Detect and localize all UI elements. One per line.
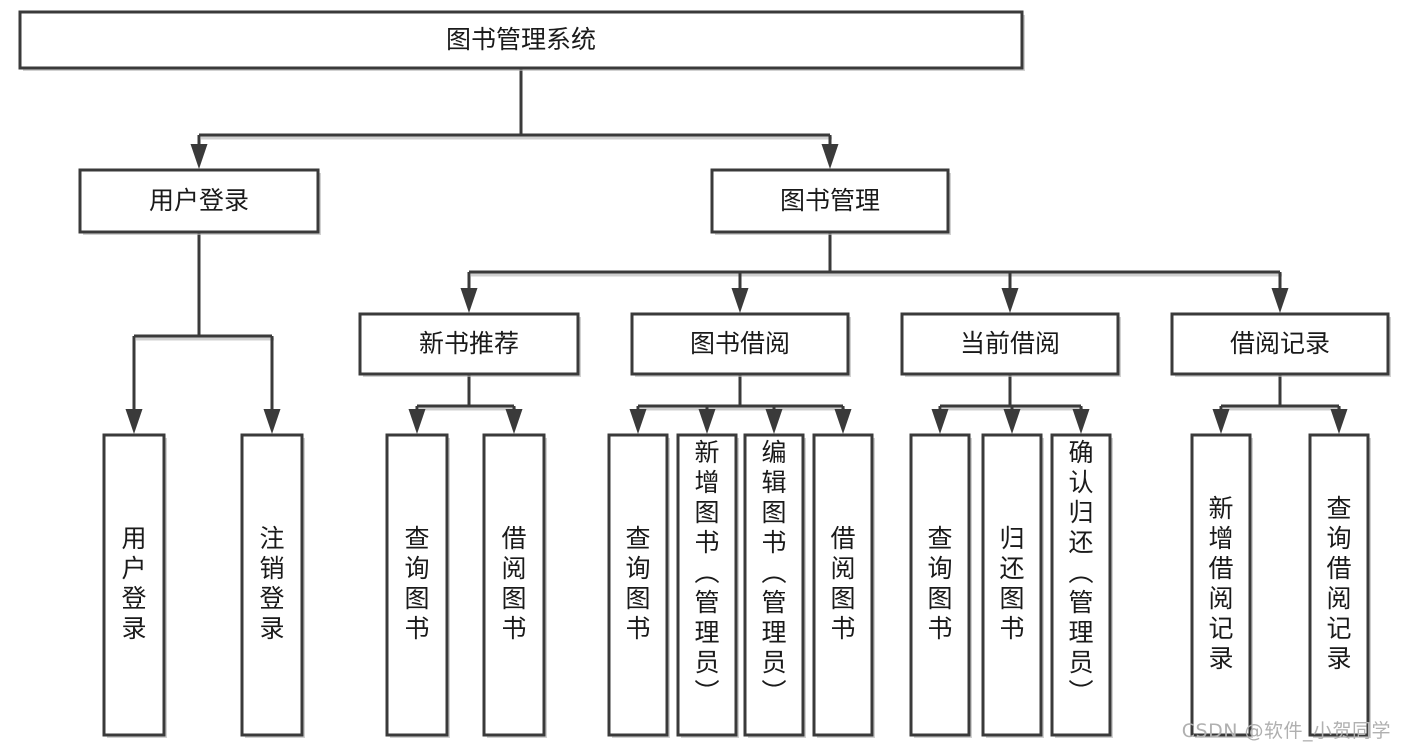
node-bookmgmt[interactable]: 图书管理 [710,168,951,235]
node-root[interactable]: 图书管理系统 [18,10,1025,71]
arrow-head-icon [1003,409,1021,434]
node-box[interactable] [1190,433,1252,737]
node-box[interactable] [385,433,449,737]
node-box[interactable] [102,433,166,737]
node-current[interactable]: 当前借阅 [900,312,1121,377]
node-label: 借阅记录 [1230,329,1330,358]
node-login[interactable]: 用户登录 [78,168,321,235]
node-box[interactable] [710,168,950,234]
node-leaf-cb-confirm[interactable]: 确认归还︵管理员︶ [1050,433,1113,738]
node-label: 查询图书 [927,524,952,643]
connector-group-records [1212,374,1348,434]
node-box[interactable] [358,312,580,376]
node-leaf-rc-search[interactable]: 查询借阅记录 [1308,433,1371,738]
node-label: 图书借阅 [690,329,790,358]
node-label: 归还图书 [999,524,1024,643]
arrow-head-icon [1212,409,1230,434]
node-label: 注销登录 [259,524,284,643]
node-label: 用户登录 [149,186,249,215]
connector-group-login [125,232,281,434]
arrow-head-icon [1072,409,1090,434]
node-leaf-cb-search[interactable]: 查询图书 [909,433,972,738]
node-leaf-user-logout[interactable]: 注销登录 [240,433,305,738]
connector-group-bookmgmt [460,232,1289,313]
node-box[interactable] [1308,433,1370,737]
node-label: 查询图书 [625,524,650,643]
arrow-head-icon [698,409,716,434]
node-label: 当前借阅 [960,329,1060,358]
arrow-head-icon [263,409,281,434]
arrow-head-icon [460,288,478,313]
node-label: 借阅图书 [501,524,526,643]
node-label: 查询图书 [404,524,429,643]
node-label: 新增借阅记录 [1208,494,1233,673]
node-box[interactable] [78,168,320,234]
node-box[interactable] [18,10,1024,70]
node-leaf-nb-borrow[interactable]: 借阅图书 [482,433,547,738]
node-leaf-bw-edit[interactable]: 编辑图书︵管理员︶ [743,433,806,738]
node-box[interactable] [743,433,805,737]
node-leaf-nb-search[interactable]: 查询图书 [385,433,450,738]
node-box[interactable] [909,433,971,737]
node-label: 编辑图书︵管理员︶ [761,438,786,707]
node-leaf-cb-return[interactable]: 归还图书 [981,433,1044,738]
node-leaf-bw-borrow[interactable]: 借阅图书 [812,433,875,738]
arrow-head-icon [731,288,749,313]
node-box[interactable] [630,312,850,376]
node-label: 借阅图书 [830,524,855,643]
node-box[interactable] [900,312,1120,376]
node-box[interactable] [812,433,874,737]
arrow-head-icon [408,409,426,434]
node-box[interactable] [981,433,1043,737]
node-leaf-bw-search[interactable]: 查询图书 [607,433,670,738]
arrow-head-icon [1271,288,1289,313]
node-box[interactable] [676,433,738,737]
node-newbook[interactable]: 新书推荐 [358,312,581,377]
node-records[interactable]: 借阅记录 [1170,312,1391,377]
node-leaf-bw-add[interactable]: 新增图书︵管理员︶ [676,433,739,738]
node-label: 查询借阅记录 [1326,494,1351,673]
connector-layer [125,68,1348,434]
node-label: 用户登录 [121,524,146,643]
arrow-head-icon [821,144,839,169]
node-leaf-user-login[interactable]: 用户登录 [102,433,167,738]
node-box[interactable] [1050,433,1112,737]
arrow-head-icon [190,144,208,169]
node-borrow[interactable]: 图书借阅 [630,312,851,377]
node-box[interactable] [482,433,546,737]
node-layer: 图书管理系统用户登录图书管理新书推荐图书借阅当前借阅借阅记录用户登录注销登录查询… [18,10,1391,738]
node-label: 新书推荐 [419,329,519,358]
node-leaf-rc-add[interactable]: 新增借阅记录 [1190,433,1253,738]
node-box[interactable] [1170,312,1390,376]
arrow-head-icon [834,409,852,434]
arrow-head-icon [1330,409,1348,434]
connector-group-current [931,374,1090,434]
arrow-head-icon [505,409,523,434]
arrow-head-icon [125,409,143,434]
node-label: 图书管理系统 [446,25,596,54]
node-label: 图书管理 [780,186,880,215]
arrow-head-icon [629,409,647,434]
connector-group-newbook [408,374,523,434]
watermark-text: CSDN @软件_小贺同学 [1181,720,1391,742]
arrow-head-icon [765,409,783,434]
node-label: 确认归还︵管理员︶ [1068,438,1093,707]
node-box[interactable] [607,433,669,737]
arrow-head-icon [931,409,949,434]
node-label: 新增图书︵管理员︶ [694,438,719,707]
arrow-head-icon [1001,288,1019,313]
node-box[interactable] [240,433,304,737]
connector-group-borrow [629,374,852,434]
connector-group-root [190,68,839,169]
